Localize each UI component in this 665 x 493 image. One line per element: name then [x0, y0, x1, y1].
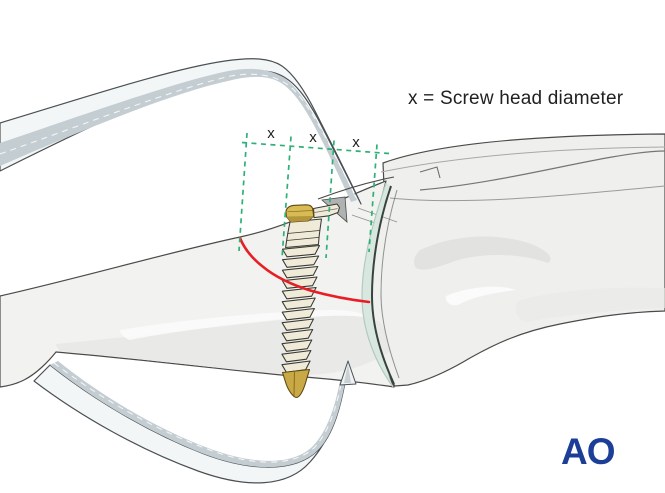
tendon-line-1 [380, 146, 665, 173]
screw-thread [281, 265, 319, 279]
dimension-lines [238, 132, 390, 259]
cartilage-edge-dark [370, 185, 395, 385]
phalanx-shadow [413, 236, 551, 270]
phalanx-highlight [445, 286, 516, 306]
screw-shank [285, 218, 323, 249]
screw-head-lower-facet [286, 216, 314, 222]
phalanx-shadow-2 [515, 287, 665, 322]
tendon-line-2 [419, 150, 665, 191]
clamp-upper-centerline [0, 73, 357, 199]
dimension-tick-3 [325, 140, 335, 259]
screw-thread [281, 328, 314, 342]
screw-flange-line [314, 208, 338, 213]
screw-shank-step-1 [287, 230, 320, 234]
screw-thread [281, 318, 315, 331]
clamp-lower-tip-stripe [344, 364, 351, 383]
dimension-tick-4 [368, 144, 378, 253]
screw-thread [281, 307, 315, 321]
annotation-text: x = Screw head diameter [408, 88, 624, 109]
dimension-tick-2 [281, 136, 292, 259]
lag-screw [281, 203, 341, 399]
tendon-line-3 [389, 185, 665, 202]
screw-thread [281, 339, 313, 352]
articular-cartilage [361, 182, 400, 388]
clamp-lower-centerline [53, 362, 346, 463]
screw-tip-facet [293, 370, 295, 397]
bone-surface-overline [317, 176, 395, 200]
dimension-label-3: x [352, 134, 360, 151]
screw-thread [281, 297, 316, 310]
tendon-notch [419, 166, 441, 179]
screw-thread [281, 349, 312, 363]
phalanx-base-outline [380, 189, 400, 379]
ao-logo: AO [561, 431, 615, 472]
screw-shank-step-2 [286, 237, 319, 241]
dimension-label-2: x [309, 129, 317, 146]
screw-thread [281, 276, 318, 289]
metacarpal-highlight [120, 310, 370, 340]
screw-tip [281, 368, 311, 399]
clamp-upper-stripe [0, 68, 357, 202]
reduction-clamp-upper-arm [0, 58, 395, 205]
phalanx-body [366, 133, 665, 387]
cartilage-edge-light [361, 182, 394, 388]
screw-thread [281, 255, 320, 268]
screw-thread [281, 244, 321, 258]
dimension-labels: x x x [267, 125, 360, 151]
reduction-clamp-lower-tip [339, 360, 357, 386]
dimension-label-1: x [267, 125, 275, 142]
cartilage-band [362, 183, 393, 387]
fracture-line [238, 236, 371, 304]
proximal-phalanx-bone [366, 133, 665, 387]
screw-head-edge [287, 210, 313, 213]
dimension-tick-1 [238, 132, 248, 252]
